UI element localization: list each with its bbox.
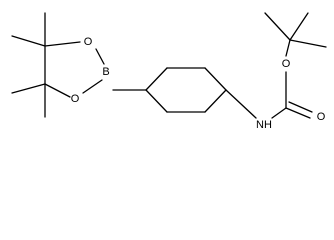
bonds	[11, 12, 327, 119]
oxygen-label-boronate-lower: O	[71, 93, 80, 105]
bond-cy6-cy1	[145, 89, 168, 113]
chemical-structure-diagram: O O B O O NH	[11, 12, 327, 131]
oxygen-label-ester: O	[282, 58, 291, 70]
oxygen-label-carbonyl: O	[317, 111, 326, 123]
bond-ctbu-me3	[289, 39, 327, 48]
bond-o2-c2	[44, 83, 71, 98]
atom-labels: O O B O O NH	[71, 36, 326, 131]
bond-n-c	[271, 107, 287, 119]
bond-oester-ctbu	[285, 39, 291, 57]
bond-cy3-cy4	[204, 67, 227, 91]
bond-c1-o1	[44, 41, 81, 47]
bond-o1-b	[95, 48, 105, 65]
bond-ctbu-me1	[264, 12, 291, 41]
bond-cy4-cy5	[204, 89, 227, 113]
boron-label: B	[102, 66, 109, 78]
bond-c2-me3	[11, 83, 46, 94]
amine-label: NH	[256, 119, 272, 131]
bond-c-o-double-a	[285, 107, 311, 119]
bond-cy1-cy2	[145, 67, 168, 91]
oxygen-label-boronate-upper: O	[84, 36, 93, 48]
bond-c1-me2	[11, 35, 46, 47]
bond-b-o2	[82, 79, 103, 94]
bond-ctbu-me2	[289, 12, 309, 41]
bond-c-o-double-b	[288, 101, 313, 113]
bond-cy4-n	[225, 89, 257, 119]
